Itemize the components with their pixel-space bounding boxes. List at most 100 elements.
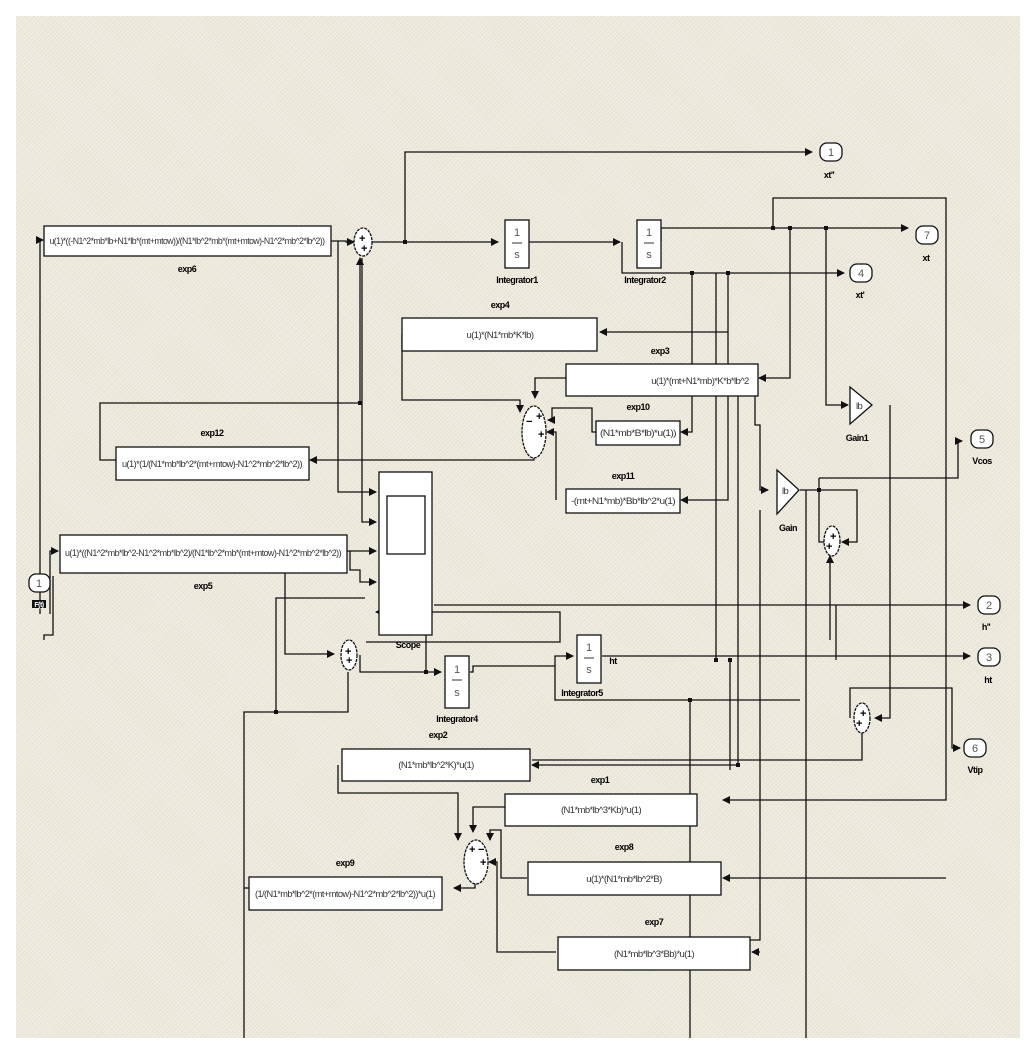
fcn-exp4[interactable]: u(1)*(N1*mb*K*lb) exp4 bbox=[401, 300, 598, 352]
fcn-expression: u(1)*((N1^2*mb*lb^2-N1^2*mb*lb^2)/(N1*lb… bbox=[65, 548, 341, 559]
port-number: 7 bbox=[924, 230, 930, 242]
outport-7[interactable]: 7 xt bbox=[915, 225, 939, 263]
wire bbox=[36, 236, 44, 614]
junction-dot bbox=[736, 763, 740, 767]
fcn-exp3[interactable]: u(1)*(mt+N1*mb)*K*b*lb^2 exp3 bbox=[565, 346, 759, 397]
integrator-4[interactable]: 1 s Integrator4 bbox=[436, 655, 479, 724]
integrator-2[interactable]: 1 s Integrator2 bbox=[624, 219, 667, 285]
sum-block-mid[interactable]: − + + bbox=[521, 405, 547, 459]
integrator-5[interactable]: 1 s Integrator5 ht bbox=[561, 634, 618, 698]
port-number: 1 bbox=[828, 147, 834, 159]
integrator-numerator: 1 bbox=[514, 227, 520, 239]
port-label: Vcos bbox=[972, 456, 992, 466]
block-label: Integrator4 bbox=[436, 714, 478, 724]
wire bbox=[531, 390, 739, 769]
gain-value: lb bbox=[856, 401, 863, 412]
integrator-1[interactable]: 1 s Integrator1 bbox=[496, 219, 539, 285]
gain-value: lb bbox=[782, 486, 789, 497]
wire bbox=[621, 242, 845, 277]
sum-block-left[interactable]: + + bbox=[340, 639, 358, 671]
port-label: h'' bbox=[982, 622, 991, 632]
fcn-exp6[interactable]: u(1)*((-N1^2*mb*lb+N1*lb*(mt+mtow))/(N1*… bbox=[43, 225, 332, 274]
inport-1[interactable]: 1 F(t) bbox=[28, 573, 51, 609]
integrator-denominator: s bbox=[514, 249, 520, 261]
integrator-numerator: 1 bbox=[586, 642, 592, 654]
block-label: Gain1 bbox=[846, 433, 869, 443]
fcn-expression: u(1)*(1/(N1*mb*lb^2*(mt+mtow)-N1^2*mb^2*… bbox=[122, 459, 302, 470]
fcn-exp12[interactable]: u(1)*(1/(N1*mb*lb^2*(mt+mtow)-N1^2*mb^2*… bbox=[115, 428, 310, 481]
wire bbox=[750, 510, 761, 941]
block-label: exp9 bbox=[336, 858, 355, 868]
wire bbox=[554, 666, 800, 701]
block-label: exp4 bbox=[491, 300, 510, 310]
wire bbox=[818, 478, 826, 543]
fcn-exp7[interactable]: (N1*mb*lb^3*Bb)*u(1) exp7 bbox=[557, 917, 751, 971]
outport-1[interactable]: 1 xt'' bbox=[819, 142, 843, 180]
fcn-exp9[interactable]: (1/(N1*mb*lb^2*(mt+mtow)-N1^2*mb^2*lb^2)… bbox=[248, 858, 443, 911]
sum-block-vtip[interactable]: + + bbox=[853, 702, 871, 734]
wire bbox=[49, 547, 59, 614]
fcn-expression: u(1)*(mt+N1*mb)*K*b*lb^2 bbox=[651, 376, 749, 387]
port-number: 3 bbox=[986, 652, 992, 664]
block-label: exp6 bbox=[178, 264, 197, 274]
block-label: exp7 bbox=[645, 917, 664, 927]
sum-block-bottom[interactable]: + − + bbox=[463, 839, 489, 885]
junction-dot bbox=[274, 710, 278, 714]
port-label: xt'' bbox=[824, 170, 835, 180]
gain[interactable]: lb Gain bbox=[776, 468, 800, 533]
wire bbox=[754, 390, 769, 494]
wire bbox=[532, 733, 863, 761]
port-number: 1 bbox=[36, 578, 42, 590]
fcn-exp1[interactable]: (N1*mb*lb^3*Kb)*u(1) exp1 bbox=[504, 775, 698, 827]
integrator-numerator: 1 bbox=[646, 227, 652, 239]
wire bbox=[547, 407, 596, 433]
outport-3[interactable]: 3 ht bbox=[977, 647, 1001, 685]
port-label: xt bbox=[922, 253, 930, 263]
wire bbox=[680, 273, 693, 436]
fcn-expression: (N1*mb*lb^3*Kb)*u(1) bbox=[561, 805, 642, 816]
wire bbox=[43, 576, 54, 640]
fcn-exp5[interactable]: u(1)*((N1^2*mb*lb^2-N1^2*mb*lb^2)/(N1*lb… bbox=[59, 534, 348, 591]
wire bbox=[546, 428, 557, 500]
block-label: exp3 bbox=[651, 346, 670, 356]
svg-text:+: + bbox=[346, 655, 352, 667]
block-label: Integrator2 bbox=[624, 275, 666, 285]
gain-1[interactable]: lb Gain1 bbox=[846, 385, 874, 443]
fcn-exp8[interactable]: u(1)*(N1*mb*lb^2*B) exp8 bbox=[527, 842, 722, 896]
block-diagram: u(1)*((-N1^2*mb*lb+N1*lb*(mt+mtow))/(N1*… bbox=[28, 142, 1001, 1038]
junction-dot bbox=[714, 658, 718, 662]
port-number: 6 bbox=[972, 743, 978, 755]
integrator-denominator: s bbox=[454, 687, 460, 699]
outport-2[interactable]: 2 h'' bbox=[977, 595, 1001, 632]
wire bbox=[680, 332, 729, 504]
svg-text:+: + bbox=[361, 243, 367, 255]
wire bbox=[401, 334, 524, 413]
wire bbox=[337, 765, 462, 841]
outport-6[interactable]: 6 Vtip bbox=[963, 738, 987, 775]
wire bbox=[470, 652, 574, 673]
junction-dots bbox=[274, 226, 828, 767]
fcn-exp2[interactable]: (N1*mb*lb^2*K)*u(1) exp2 bbox=[341, 730, 531, 782]
integrator-denominator: s bbox=[586, 664, 592, 676]
wire bbox=[800, 489, 858, 546]
port-label: ht bbox=[984, 675, 992, 685]
block-label: Integrator5 bbox=[561, 688, 603, 698]
outport-4[interactable]: 4 xt' bbox=[849, 263, 873, 300]
port-label: Vtip bbox=[968, 765, 984, 775]
port-label: xt' bbox=[856, 290, 865, 300]
outport-5[interactable]: 5 Vcos bbox=[970, 429, 994, 466]
svg-text:+: + bbox=[469, 844, 475, 856]
sum-block-vcos[interactable]: + + bbox=[823, 525, 841, 557]
wire bbox=[366, 608, 561, 643]
wire bbox=[819, 437, 963, 479]
fcn-expression: -(mt+N1*mb)*Bb*lb^2*u(1) bbox=[571, 496, 675, 507]
wire bbox=[849, 687, 961, 752]
fcn-exp10[interactable]: (N1*mb*B*lb)*u(1)) exp10 bbox=[595, 402, 681, 446]
junction-dot bbox=[688, 698, 692, 702]
sum-block-top[interactable]: + + bbox=[353, 227, 373, 257]
fcn-exp11[interactable]: -(mt+N1*mb)*Bb*lb^2*u(1) exp11 bbox=[565, 471, 681, 514]
fcn-expression: u(1)*((-N1^2*mb*lb+N1*lb*(mt+mtow))/(N1*… bbox=[50, 236, 325, 247]
block-label: exp1 bbox=[591, 775, 610, 785]
junction-dot bbox=[726, 271, 730, 275]
scope-block[interactable]: Scope bbox=[378, 471, 433, 650]
